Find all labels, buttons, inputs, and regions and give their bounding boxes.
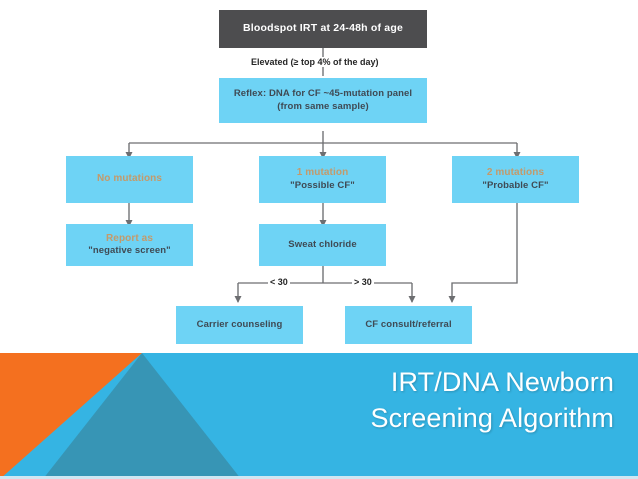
node-report-negative-line1: Report as [105, 232, 154, 244]
node-carrier-counseling[interactable]: Carrier counseling [176, 306, 303, 344]
node-two-mutations-line2: "Probable CF" [482, 179, 549, 191]
banner-title-line1: IRT/DNA Newborn [390, 367, 614, 397]
edge-label-less-than-30: < 30 [268, 277, 290, 287]
banner-teal-triangle [43, 353, 241, 479]
flowchart: Bloodspot IRT at 24-48h of age Elevated … [66, 10, 579, 344]
node-report-negative-screen[interactable]: Report as "negative screen" [66, 224, 193, 266]
banner-bottom-strip [0, 476, 638, 479]
banner-title-line2: Screening Algorithm [370, 402, 614, 433]
banner-title: IRT/DNA Newborn Screening Algorithm [284, 365, 614, 437]
node-reflex-line2: (from same sample) [277, 100, 369, 112]
banner-orange-triangle [0, 353, 142, 479]
node-no-mutations-label: No mutations [96, 173, 163, 185]
node-cf-consult-referral[interactable]: CF consult/referral [345, 306, 472, 344]
node-no-mutations[interactable]: No mutations [66, 156, 193, 203]
node-sweat-chloride[interactable]: Sweat chloride [259, 224, 386, 266]
edge-label-elevated: Elevated (≥ top 4% of the day) [249, 57, 381, 67]
node-sweat-chloride-label: Sweat chloride [288, 238, 357, 250]
node-two-mutations[interactable]: 2 mutations "Probable CF" [452, 156, 579, 203]
title-banner: IRT/DNA Newborn Screening Algorithm [0, 353, 638, 479]
node-bloodspot-irt-label: Bloodspot IRT at 24-48h of age [242, 22, 403, 35]
node-one-mutation-line1: 1 mutation [296, 167, 349, 179]
edge-two-mut-to-cf-consult [448, 197, 518, 303]
node-report-negative-line2: "negative screen" [88, 245, 171, 257]
node-cf-consult-referral-label: CF consult/referral [365, 318, 452, 330]
node-bloodspot-irt[interactable]: Bloodspot IRT at 24-48h of age [219, 10, 427, 48]
edge-label-greater-than-30: > 30 [352, 277, 374, 287]
node-one-mutation-line2: "Possible CF" [290, 179, 355, 191]
node-carrier-counseling-label: Carrier counseling [196, 318, 283, 330]
node-reflex-line1: Reflex: DNA for CF ~45-mutation panel [233, 88, 413, 100]
node-two-mutations-line1: 2 mutations [486, 167, 545, 179]
node-reflex-dna-panel[interactable]: Reflex: DNA for CF ~45-mutation panel (f… [219, 78, 427, 123]
banner-decorative-shapes [0, 353, 638, 479]
node-one-mutation[interactable]: 1 mutation "Possible CF" [259, 156, 386, 203]
